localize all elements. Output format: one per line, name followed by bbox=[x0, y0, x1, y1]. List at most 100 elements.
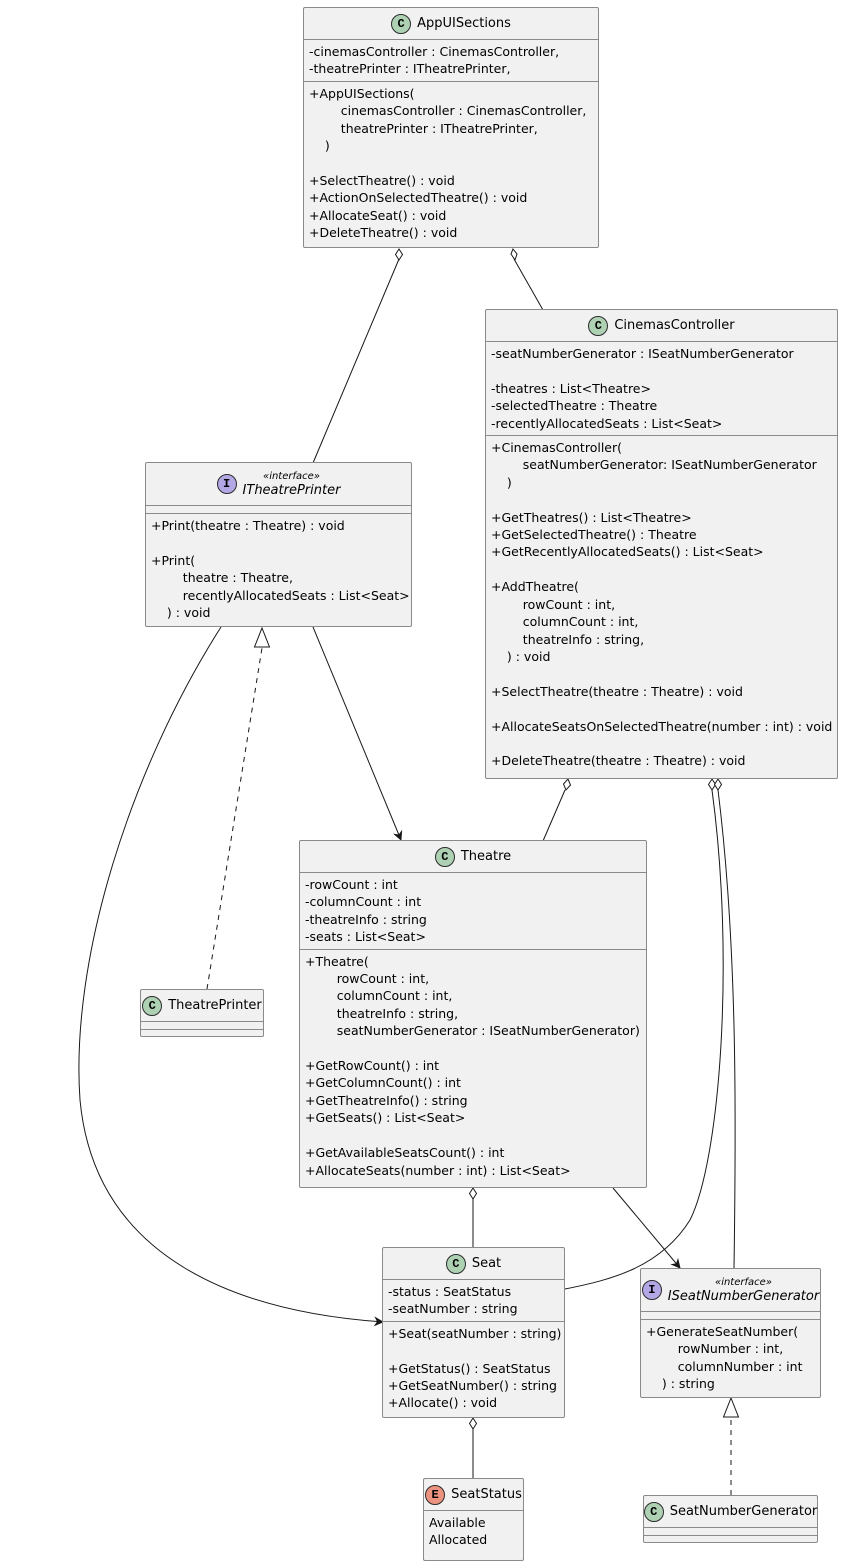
enum-icon: E bbox=[425, 1484, 446, 1505]
interface-itheatre-printer: I «interface» ITheatrePrinter +Print(the… bbox=[145, 462, 412, 627]
aggregation-diamond-theatre-seat bbox=[468, 1187, 478, 1200]
method-line bbox=[388, 1342, 559, 1359]
class-icon: C bbox=[434, 846, 455, 867]
method-line: +GetStatus() : SeatStatus bbox=[388, 1360, 551, 1376]
method-line: rowNumber : int, bbox=[646, 1341, 784, 1357]
field-line: -cinemasController : CinemasController, bbox=[309, 44, 560, 59]
method-line: theatreInfo : string, bbox=[491, 631, 645, 647]
method-line: +Print( bbox=[151, 552, 196, 568]
method-line: +GetRecentlyAllocatedSeats() : List<Seat… bbox=[491, 544, 764, 560]
interface-iseat-number-generator: I «interface» ISeatNumberGenerator +Gene… bbox=[640, 1268, 821, 1398]
class-icon: C bbox=[142, 995, 163, 1016]
method-line: +AllocateSeats(number : int) : List<Seat… bbox=[305, 1162, 571, 1178]
class-seat: C Seat -status : SeatStatus-seatNumber :… bbox=[382, 1247, 565, 1418]
method-line: ) : void bbox=[491, 648, 551, 664]
method-line: recentlyAllocatedSeats : List<Seat> bbox=[151, 587, 410, 603]
method-line bbox=[305, 1040, 641, 1057]
class-name: TheatrePrinter bbox=[168, 997, 262, 1013]
method-line: +GetSeats() : List<Seat> bbox=[305, 1110, 466, 1126]
edge-controller-seat bbox=[564, 789, 724, 1290]
method-line: +ActionOnSelectedTheatre() : void bbox=[309, 190, 528, 206]
method-line: ) : void bbox=[151, 605, 211, 621]
method-line: +AppUISections( bbox=[309, 85, 415, 101]
method-line bbox=[309, 154, 593, 171]
method-line bbox=[491, 735, 832, 752]
fields-section bbox=[146, 506, 411, 514]
method-line: +DeleteTheatre(theatre : Theatre) : void bbox=[491, 753, 746, 769]
method-line bbox=[491, 665, 832, 682]
aggregation-diamond-controller-theatre bbox=[562, 778, 572, 791]
class-header: C Theatre bbox=[300, 841, 646, 873]
method-line: +GetTheatres() : List<Theatre> bbox=[491, 509, 692, 525]
class-header: E SeatStatus bbox=[424, 1479, 523, 1511]
method-line bbox=[305, 1127, 641, 1144]
method-line bbox=[491, 561, 832, 578]
class-header: C CinemasController bbox=[486, 310, 837, 342]
field-line: -theatreInfo : string bbox=[305, 911, 427, 927]
realization-triangle-generator bbox=[722, 1396, 740, 1418]
method-line: +DeleteTheatre() : void bbox=[309, 225, 458, 241]
class-name: Theatre bbox=[460, 848, 512, 864]
fields-section: -seatNumberGenerator : ISeatNumberGenera… bbox=[486, 342, 837, 437]
class-app-ui-sections: C AppUISections -cinemasController : Cin… bbox=[303, 7, 599, 248]
stereotype-label: «interface» bbox=[715, 1277, 772, 1288]
edge-controller-generator bbox=[717, 789, 736, 1270]
class-header: C AppUISections bbox=[304, 8, 598, 40]
method-line: +GetColumnCount() : int bbox=[305, 1075, 461, 1091]
class-icon: C bbox=[588, 315, 609, 336]
fields-section bbox=[141, 1022, 263, 1030]
method-line: +SelectTheatre(theatre : Theatre) : void bbox=[491, 683, 743, 699]
class-name: SeatStatus bbox=[451, 1486, 522, 1502]
method-line: ) bbox=[491, 474, 512, 490]
method-line: +AllocateSeatsOnSelectedTheatre(number :… bbox=[491, 718, 833, 734]
method-line: rowCount : int, bbox=[305, 971, 430, 987]
method-line: +GetAvailableSeatsCount() : int bbox=[305, 1145, 505, 1161]
field-line: -recentlyAllocatedSeats : List<Seat> bbox=[491, 415, 723, 431]
method-line: seatNumberGenerator: ISeatNumberGenerato… bbox=[491, 457, 817, 473]
class-header: C TheatrePrinter bbox=[141, 990, 263, 1022]
method-line bbox=[491, 700, 832, 717]
class-theatre-printer: C TheatrePrinter bbox=[140, 989, 264, 1037]
methods-section: +CinemasController( seatNumberGenerator:… bbox=[486, 436, 837, 773]
method-line: +AddTheatre( bbox=[491, 579, 579, 595]
methods-section: +AppUISections( cinemasController : Cine… bbox=[304, 82, 598, 245]
class-icon: C bbox=[445, 1253, 466, 1274]
method-line: ) : string bbox=[646, 1376, 715, 1392]
field-line: -seatNumberGenerator : ISeatNumberGenera… bbox=[491, 346, 794, 361]
fields-section bbox=[644, 1528, 817, 1536]
field-line: -theatres : List<Theatre> bbox=[491, 380, 651, 396]
class-theatre: C Theatre -rowCount : int-columnCount : … bbox=[299, 840, 647, 1188]
class-name: AppUISections bbox=[417, 15, 511, 31]
method-line: columnCount : int, bbox=[305, 988, 453, 1004]
edge-controller-theatre bbox=[542, 789, 566, 842]
method-line: +Seat(seatNumber : string) bbox=[388, 1325, 562, 1341]
field-line: -seats : List<Seat> bbox=[305, 929, 426, 945]
class-name: Seat bbox=[471, 1255, 502, 1271]
method-line: +AllocateSeat() : void bbox=[309, 207, 447, 223]
fields-section: -cinemasController : CinemasController,-… bbox=[304, 40, 598, 82]
method-line: +GenerateSeatNumber( bbox=[646, 1324, 799, 1339]
class-name: SeatNumberGenerator bbox=[669, 1503, 818, 1519]
methods-section: +Seat(seatNumber : string) +GetStatus() … bbox=[383, 1322, 564, 1415]
method-line: +GetSeatNumber() : string bbox=[388, 1378, 557, 1394]
method-line: +Theatre( bbox=[305, 953, 369, 969]
class-icon: C bbox=[391, 13, 412, 34]
method-line: +SelectTheatre() : void bbox=[309, 172, 455, 188]
class-header: C Seat bbox=[383, 1248, 564, 1280]
class-name: CinemasController bbox=[614, 317, 735, 333]
methods-section bbox=[644, 1536, 817, 1544]
method-line: +Allocate() : void bbox=[388, 1395, 498, 1411]
field-line bbox=[491, 362, 832, 379]
methods-section bbox=[141, 1030, 263, 1038]
method-line: +GetSelectedTheatre() : Theatre bbox=[491, 527, 697, 543]
method-line bbox=[151, 534, 406, 551]
edge-theatreprinter-realizes bbox=[206, 647, 263, 990]
methods-section: +Theatre( rowCount : int, columnCount : … bbox=[300, 950, 646, 1182]
method-line: +GetTheatreInfo() : string bbox=[305, 1092, 468, 1108]
edge-printer-theatre bbox=[312, 626, 403, 841]
method-line: columnNumber : int bbox=[646, 1358, 803, 1374]
method-line: theatrePrinter : ITheatrePrinter, bbox=[309, 120, 538, 136]
fields-section: -status : SeatStatus-seatNumber : string bbox=[383, 1280, 564, 1322]
interface-icon: I bbox=[216, 474, 237, 494]
